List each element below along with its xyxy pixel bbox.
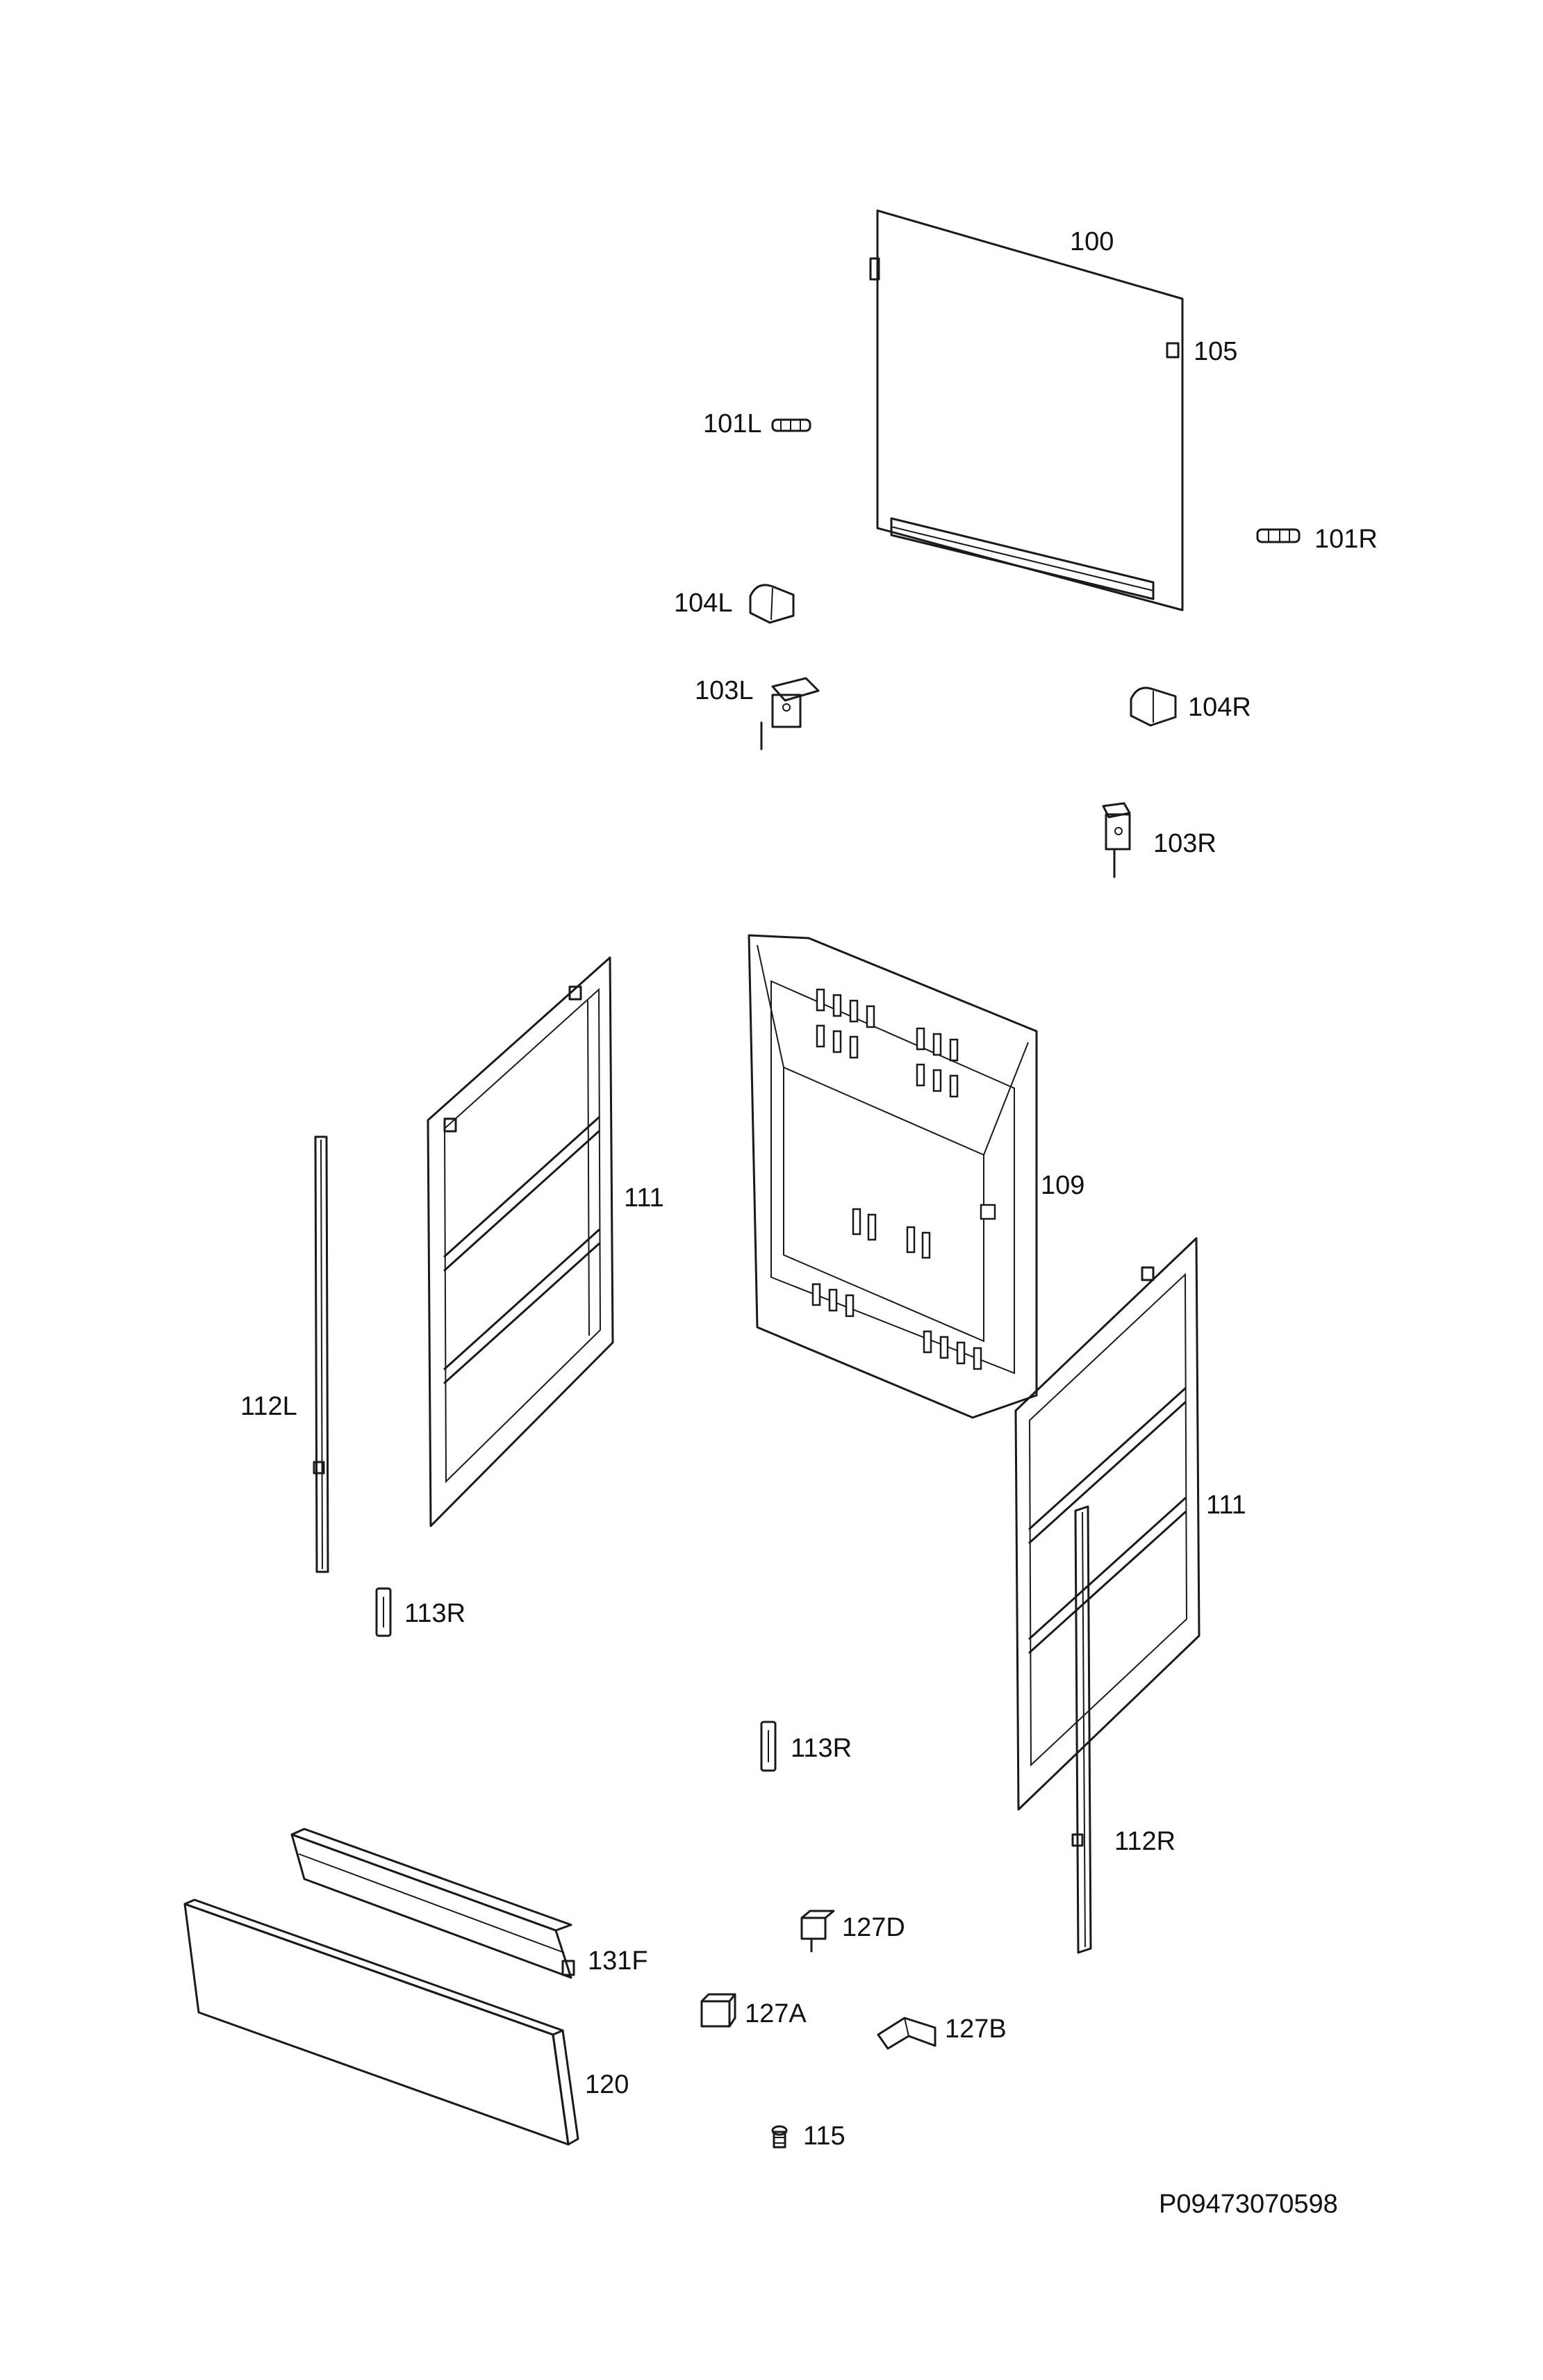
part-111-right-side-frame <box>1014 1237 1200 1811</box>
part-113R-latch-left <box>375 1587 392 1637</box>
part-101R-screw <box>1256 528 1301 543</box>
label-101L: 101L <box>703 409 762 438</box>
vent-slots-middle <box>852 1204 996 1259</box>
part-109-cavity-back <box>748 934 1038 1419</box>
label-111-right: 111 <box>1206 1491 1246 1520</box>
label-127D: 127D <box>842 1913 905 1942</box>
part-103L-hinge-bracket <box>760 677 820 750</box>
label-104L: 104L <box>674 589 733 618</box>
part-103R-hinge-bracket <box>1102 802 1131 878</box>
label-127A: 127A <box>745 1999 807 2028</box>
label-131F: 131F <box>588 1946 648 1976</box>
part-113R-latch-center <box>760 1721 777 1772</box>
label-112L: 112L <box>240 1392 297 1421</box>
part-120-front-panel <box>183 1898 579 2146</box>
label-111-left: 111 <box>624 1183 664 1213</box>
part-104R-hinge-cover <box>1130 687 1177 727</box>
part-127B-angle-bracket <box>877 2017 936 2050</box>
part-111-left-side-frame <box>427 956 614 1527</box>
vent-slots-bottom <box>811 1283 982 1370</box>
label-120: 120 <box>585 2070 629 2099</box>
label-115: 115 <box>803 2122 845 2151</box>
part-127A-block <box>700 1993 736 2028</box>
part-112L-side-strip <box>313 1135 329 1573</box>
part-131F-front-bracket <box>290 1828 575 1979</box>
label-100: 100 <box>1070 227 1114 256</box>
label-101R: 101R <box>1314 525 1378 554</box>
label-103L: 103L <box>695 676 754 705</box>
label-104R: 104R <box>1188 693 1251 722</box>
part-127D-clip <box>800 1910 835 1953</box>
label-127B: 127B <box>945 2014 1007 2044</box>
label-103R: 103R <box>1153 829 1216 858</box>
label-109: 109 <box>1041 1171 1084 1200</box>
drawing-code: P09473070598 <box>1159 2190 1338 2219</box>
part-115-screw <box>771 2125 788 2149</box>
label-112R: 112R <box>1114 1827 1175 1856</box>
vent-slots-top <box>816 988 959 1098</box>
label-113R-left: 113R <box>404 1599 465 1628</box>
part-100-panel <box>869 209 1184 612</box>
part-101L-screw <box>771 418 811 432</box>
label-105: 105 <box>1194 337 1237 366</box>
part-104L-hinge-cover <box>749 584 795 624</box>
part-112R-side-strip <box>1071 1505 1092 1954</box>
label-113R-center: 113R <box>791 1734 852 1763</box>
